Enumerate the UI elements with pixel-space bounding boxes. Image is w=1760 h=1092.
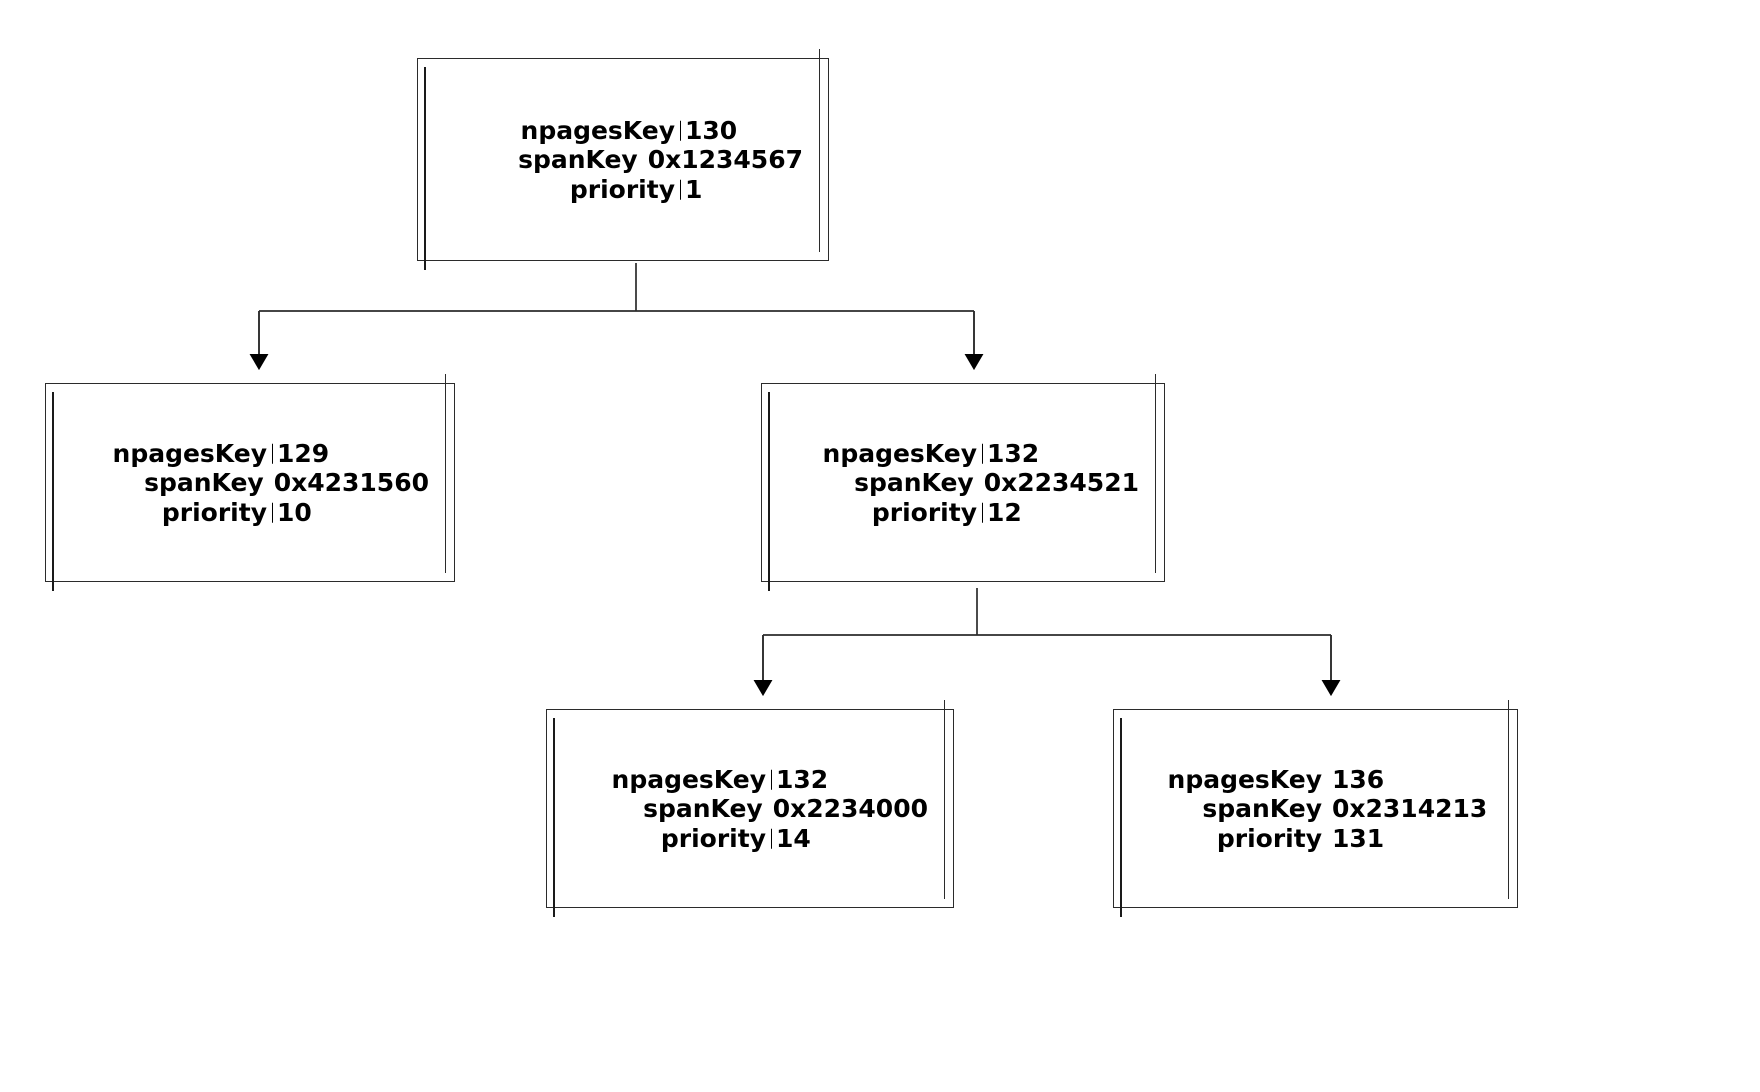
node-border <box>761 383 1165 582</box>
edge-root-to-left <box>249 263 637 371</box>
node-border <box>1113 709 1518 908</box>
tree-node-right-child[interactable]: npagesKey 132 spanKey 0x2234521 priority… <box>761 374 1165 591</box>
field-separator-tick <box>680 179 681 200</box>
field-value-priority: 14 <box>776 823 811 853</box>
field-priority: priority 12 <box>761 497 1139 527</box>
node-fields: npagesKey 136 spanKey 0x2314213 priority… <box>1113 764 1518 853</box>
node-border <box>417 58 829 261</box>
field-npageskey: npagesKey 132 <box>761 438 1139 468</box>
node-fields: npagesKey 129 spanKey 0x4231560 priority… <box>45 438 455 527</box>
field-spankey: spanKey 0x2234521 <box>761 468 1139 498</box>
field-separator-tick <box>1327 770 1328 790</box>
edge-right-to-right-left <box>753 588 978 697</box>
field-priority: priority 10 <box>45 497 429 527</box>
field-label-npageskey: npagesKey <box>1167 764 1322 794</box>
field-separator-tick <box>643 150 644 170</box>
field-spankey: spanKey 0x4231560 <box>45 468 429 498</box>
node-fields: npagesKey 132 spanKey 0x2234521 priority… <box>761 438 1165 527</box>
tree-node-left-child[interactable]: npagesKey 129 spanKey 0x4231560 priority… <box>45 374 455 591</box>
field-spankey: spanKey 0x2234000 <box>546 794 928 824</box>
field-separator-tick <box>768 799 769 819</box>
field-spankey: spanKey 0x2314213 <box>1113 794 1492 824</box>
field-label-priority: priority <box>871 497 977 527</box>
node-border <box>45 383 455 582</box>
field-spankey: spanKey 0x1234567 <box>417 145 803 175</box>
field-value-spankey: 0x1234567 <box>647 144 803 174</box>
field-separator-tick <box>982 502 983 523</box>
field-separator-tick <box>1327 799 1328 819</box>
field-priority: priority 131 <box>1113 823 1492 853</box>
field-npageskey: npagesKey 136 <box>1113 764 1492 794</box>
field-separator-tick <box>272 443 273 464</box>
node-border <box>546 709 954 908</box>
tree-node-root[interactable]: npagesKey 130 spanKey 0x1234567 priority… <box>417 49 829 270</box>
field-separator-tick <box>269 473 270 493</box>
field-label-spankey: spanKey <box>643 793 763 823</box>
field-value-spankey: 0x2234521 <box>983 467 1139 497</box>
field-separator-tick <box>1327 829 1328 849</box>
field-separator-tick <box>979 473 980 493</box>
tree-node-right-left-grandchild[interactable]: npagesKey 132 spanKey 0x2234000 priority… <box>546 700 954 917</box>
field-value-priority: 131 <box>1332 823 1385 853</box>
field-value-spankey: 0x2234000 <box>772 793 928 823</box>
field-value-npageskey: 129 <box>277 438 330 468</box>
tree-node-right-right-grandchild[interactable]: npagesKey 136 spanKey 0x2314213 priority… <box>1113 700 1518 917</box>
field-label-spankey: spanKey <box>1202 793 1322 823</box>
field-label-npageskey: npagesKey <box>611 764 766 794</box>
field-value-priority: 10 <box>277 497 312 527</box>
edge-right-to-right-right <box>977 634 1341 697</box>
field-value-npageskey: 130 <box>685 115 738 145</box>
field-separator-tick <box>680 120 681 141</box>
field-label-priority: priority <box>1216 823 1322 853</box>
field-value-npageskey: 136 <box>1332 764 1385 794</box>
field-priority: priority 14 <box>546 823 928 853</box>
field-value-priority: 1 <box>685 174 703 204</box>
field-label-priority: priority <box>660 823 766 853</box>
field-value-spankey: 0x4231560 <box>273 467 429 497</box>
node-fields: npagesKey 132 spanKey 0x2234000 priority… <box>546 764 954 853</box>
node-fields: npagesKey 130 spanKey 0x1234567 priority… <box>417 115 829 204</box>
field-value-spankey: 0x2314213 <box>1332 793 1488 823</box>
field-value-npageskey: 132 <box>776 764 829 794</box>
field-label-spankey: spanKey <box>144 467 264 497</box>
field-label-npageskey: npagesKey <box>822 438 977 468</box>
field-value-priority: 12 <box>987 497 1022 527</box>
field-label-spankey: spanKey <box>518 144 638 174</box>
field-npageskey: npagesKey 130 <box>417 115 803 145</box>
field-label-priority: priority <box>569 174 675 204</box>
field-separator-tick <box>771 828 772 849</box>
field-npageskey: npagesKey 129 <box>45 438 429 468</box>
field-label-npageskey: npagesKey <box>520 115 675 145</box>
field-label-npageskey: npagesKey <box>112 438 267 468</box>
field-npageskey: npagesKey 132 <box>546 764 928 794</box>
field-label-priority: priority <box>161 497 267 527</box>
field-separator-tick <box>982 443 983 464</box>
field-separator-tick <box>272 502 273 523</box>
field-value-npageskey: 132 <box>987 438 1040 468</box>
field-priority: priority 1 <box>417 174 803 204</box>
field-label-spankey: spanKey <box>854 467 974 497</box>
field-separator-tick <box>771 769 772 790</box>
edge-root-to-right <box>636 310 984 371</box>
